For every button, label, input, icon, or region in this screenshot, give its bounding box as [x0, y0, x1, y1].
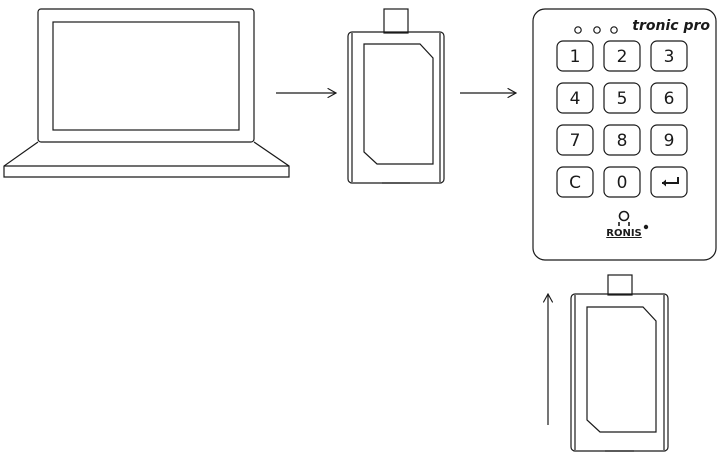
svg-text:C: C — [569, 173, 581, 193]
usb-adapter-top-icon — [347, 8, 445, 184]
key-3[interactable]: 3 — [650, 40, 688, 72]
key-1[interactable]: 1 — [556, 40, 594, 72]
key-2[interactable]: 2 — [603, 40, 641, 72]
keypad-device: tronic pro 1 2 3 4 5 6 7 — [532, 8, 717, 261]
status-led-2 — [593, 26, 601, 34]
svg-text:0: 0 — [617, 173, 628, 193]
status-led-1 — [574, 26, 582, 34]
svg-text:6: 6 — [664, 89, 675, 109]
svg-text:9: 9 — [664, 131, 675, 151]
svg-text:4: 4 — [570, 89, 581, 109]
key-4[interactable]: 4 — [556, 82, 594, 114]
enter-icon — [662, 177, 679, 187]
key-9[interactable]: 9 — [650, 124, 688, 156]
key-7[interactable]: 7 — [556, 124, 594, 156]
svg-text:1: 1 — [570, 47, 581, 67]
svg-text:3: 3 — [664, 47, 675, 67]
svg-text:5: 5 — [617, 89, 628, 109]
svg-text:2: 2 — [617, 47, 628, 67]
laptop-icon — [3, 8, 290, 178]
ronis-logo-text: RONIS — [606, 228, 642, 239]
key-enter[interactable] — [650, 166, 688, 198]
key-0[interactable]: 0 — [603, 166, 641, 198]
keypad-brand: tronic pro — [632, 18, 710, 34]
key-clear[interactable]: C — [556, 166, 594, 198]
svg-text:8: 8 — [617, 131, 628, 151]
usb-adapter-bottom-icon — [570, 274, 669, 452]
key-8[interactable]: 8 — [603, 124, 641, 156]
ronis-logo: RONIS — [606, 210, 649, 239]
key-5[interactable]: 5 — [603, 82, 641, 114]
key-6[interactable]: 6 — [650, 82, 688, 114]
status-led-3 — [610, 26, 618, 34]
svg-text:7: 7 — [570, 131, 581, 151]
